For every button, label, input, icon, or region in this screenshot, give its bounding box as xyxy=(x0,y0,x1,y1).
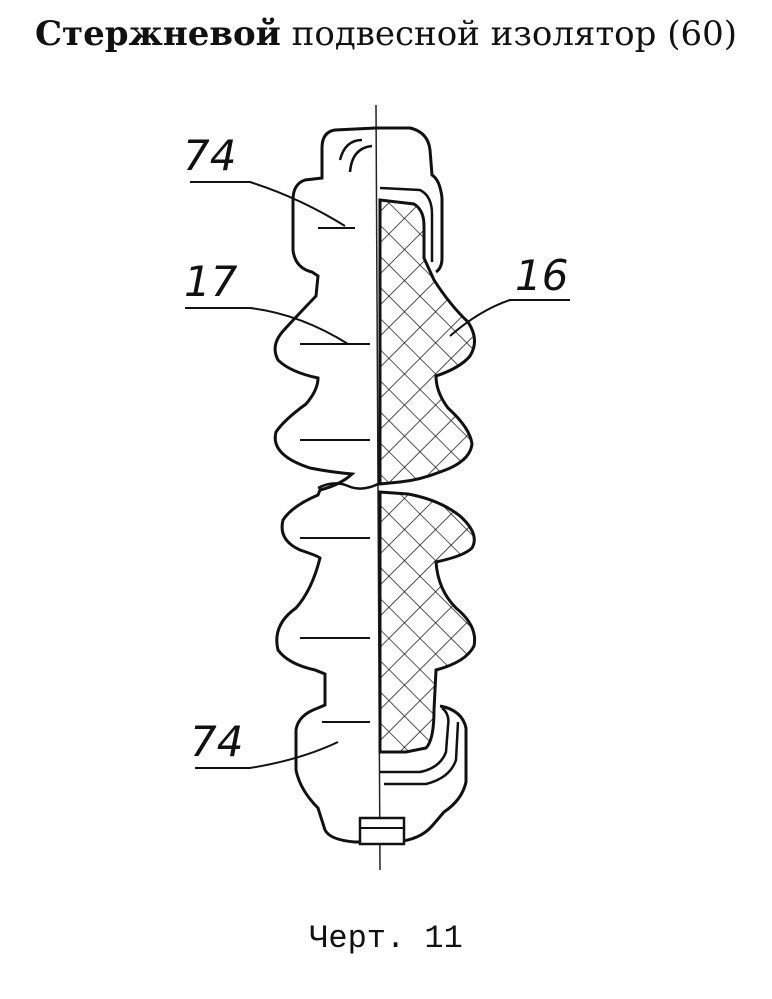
bottom-cap-inner xyxy=(380,707,460,786)
leader-cap-top xyxy=(190,181,346,227)
title-rest: подвесной изолятор (60) xyxy=(280,14,738,54)
label-body: 17 xyxy=(184,257,238,306)
label-core: 16 xyxy=(515,251,568,300)
leader-core xyxy=(449,299,570,337)
top-cap-inner xyxy=(338,138,434,262)
page-title: Стержневой подвесной изолятор (60) xyxy=(0,14,772,54)
leader-body xyxy=(185,307,349,345)
leader-cap-bottom xyxy=(195,741,339,769)
shading-line xyxy=(300,227,370,723)
insulator-left-outline xyxy=(273,126,380,844)
core-hatched xyxy=(378,198,476,486)
core-hatched-lower xyxy=(378,490,477,754)
bottom-pin xyxy=(358,816,406,846)
top-cap-right xyxy=(376,126,444,274)
title-bold-part: Стержневой xyxy=(34,14,281,54)
figure-caption: Черт. 11 xyxy=(309,920,463,957)
label-cap-bottom: 74 xyxy=(190,717,243,766)
section-joint xyxy=(317,482,379,490)
label-cap-top: 74 xyxy=(183,131,236,180)
bottom-cap-right xyxy=(380,704,468,844)
